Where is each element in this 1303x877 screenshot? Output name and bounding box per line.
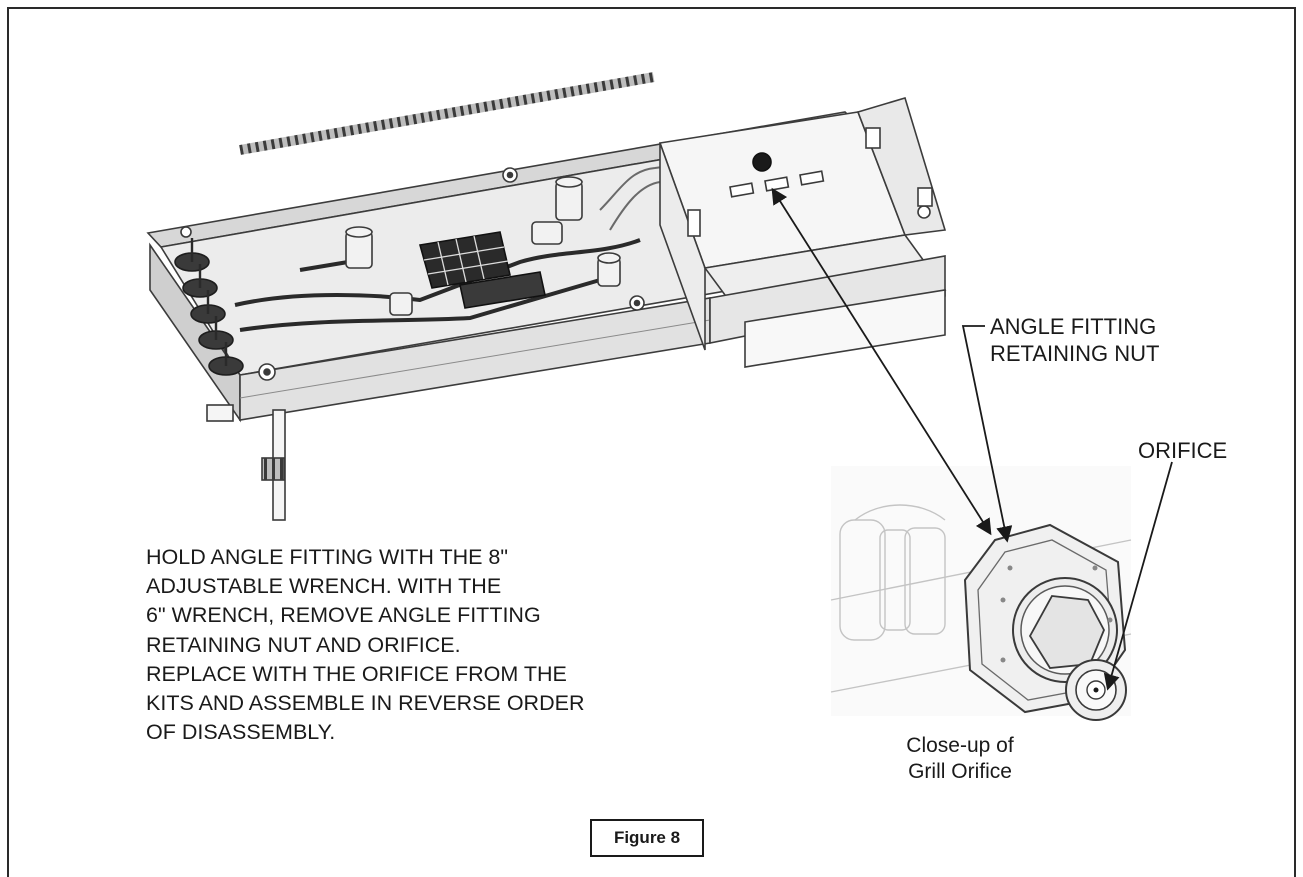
instruction-line: REPLACE WITH THE ORIFICE FROM THE (146, 661, 567, 686)
instruction-line: ADJUSTABLE WRENCH. WITH THE (146, 574, 502, 599)
closeup-caption: Close-up of Grill Orifice (905, 733, 1015, 785)
figure-label: Figure 8 (590, 819, 704, 857)
instruction-line: KITS AND ASSEMBLE IN REVERSE ORDER (146, 691, 585, 716)
closeup-caption-line2: Grill Orifice (908, 760, 1012, 783)
instruction-line: RETAINING NUT AND ORIFICE. (146, 632, 461, 657)
leader-arrows (771, 187, 1173, 691)
orifice-closeup (830, 466, 1132, 721)
orifice-label: ORIFICE (1138, 438, 1228, 463)
closeup-caption-line1: Close-up of (906, 734, 1014, 757)
instructions-text: HOLD ANGLE FITTING WITH THE 8" ADJUSTABL… (146, 543, 584, 747)
angle-fitting-label-line1: ANGLE FITTING (990, 314, 1157, 339)
angle-fitting-label-line2: RETAINING NUT (990, 341, 1160, 366)
instruction-line: 6" WRENCH, REMOVE ANGLE FITTING (146, 603, 541, 628)
figure-frame (7, 7, 1296, 877)
instruction-line: OF DISASSEMBLY. (146, 720, 336, 745)
control-panel-assembly (146, 72, 947, 521)
angle-fitting-nut-label: ANGLE FITTING RETAINING NUT (990, 313, 1159, 367)
instruction-line: HOLD ANGLE FITTING WITH THE 8" (146, 545, 509, 569)
